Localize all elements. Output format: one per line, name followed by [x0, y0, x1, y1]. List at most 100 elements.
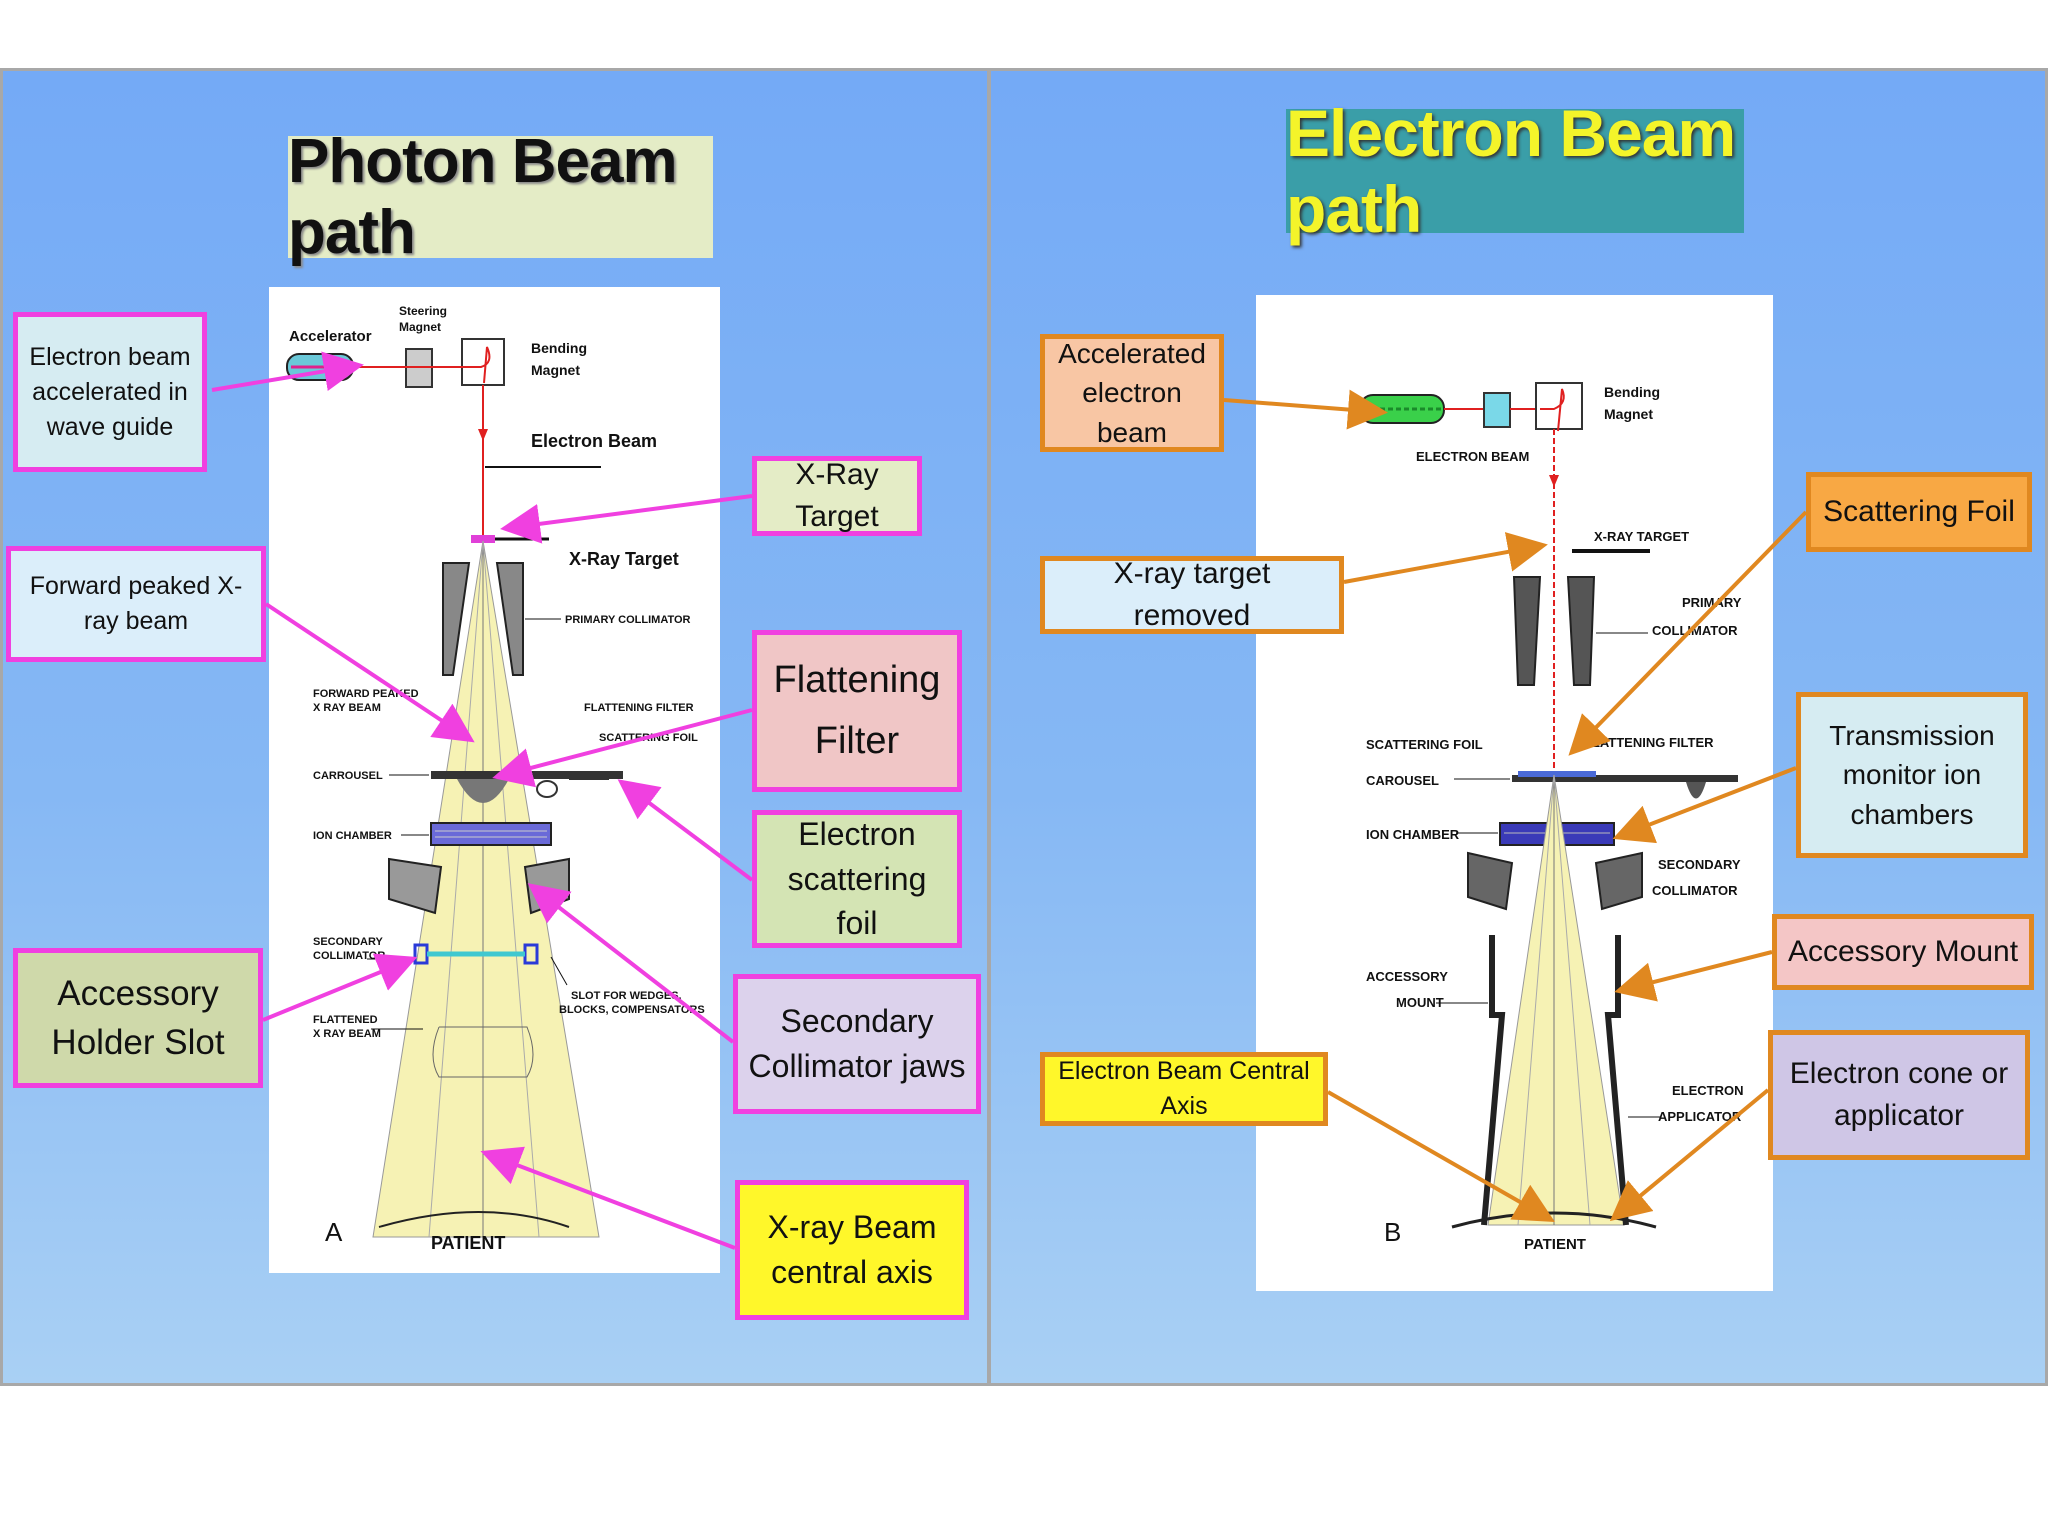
ion-chamber	[430, 822, 552, 846]
primary-collimator-left	[1512, 576, 1542, 686]
steering-magnet	[1483, 392, 1511, 428]
secondary-jaw-left	[388, 857, 443, 915]
ion-chamber-label: ION CHAMBER	[313, 830, 392, 842]
secondary-collimator-label-1: SECONDARY	[1658, 857, 1741, 872]
accelerator-label: Accelerator	[289, 328, 372, 345]
photon-title: Photon Beam path	[288, 127, 713, 267]
primary-collimator-label: PRIMARY COLLIMATOR	[565, 614, 691, 626]
bent-beam	[469, 346, 491, 384]
beam-ray-1	[428, 540, 484, 1238]
slot-leader	[550, 956, 568, 986]
xray-target-label: X-Ray Target	[569, 549, 679, 569]
arrow-accessory-slot	[262, 953, 418, 1022]
accessory-mount-label-1: ACCESSORY	[1366, 969, 1448, 984]
bent-beam	[1540, 388, 1565, 432]
arrow-flattening-filter	[492, 708, 753, 788]
beam-arrow	[478, 429, 488, 441]
xray-target-mark	[471, 535, 495, 543]
scattering-foil-label: SCATTERING FOIL	[1366, 737, 1483, 752]
applicator-left-wall	[1481, 935, 1506, 1226]
slot-label-2: BLOCKS, COMPENSATORS	[559, 1004, 705, 1016]
electron-linac-diagram: Bending Magnet ELECTRON BEAM X-RAY TARGE…	[1359, 382, 1744, 1253]
bending-label-1: Bending	[1604, 384, 1660, 400]
arrow-central-axis-right	[1327, 1090, 1555, 1222]
steering-label-2: Magnet	[399, 320, 441, 334]
figure-letter-b: B	[1384, 1217, 1401, 1247]
arrow-central-axis	[480, 1146, 736, 1250]
arrow-scattering-foil-right	[1568, 510, 1808, 756]
callout-electron-scattering-foil: Electron scattering foil	[752, 810, 962, 948]
beam-arrow	[1549, 475, 1559, 487]
primary-collimator-right	[1566, 576, 1596, 686]
primary-collimator-right	[495, 562, 524, 676]
callout-electron-central-axis: Electron Beam Central Axis	[1040, 1052, 1328, 1126]
callout-flattening-filter: Flattening Filter	[752, 630, 962, 792]
secondary-collimator-label-1: SECONDARY	[313, 936, 384, 948]
applicator-label-2: APPLICATOR	[1658, 1109, 1742, 1124]
flattened-beam-label-2: X RAY BEAM	[313, 1028, 381, 1040]
primary-collimator-label-2: COLLIMATOR	[1652, 623, 1738, 638]
ion-chamber-label: ION CHAMBER	[1366, 827, 1460, 842]
patient-label: PATIENT	[1524, 1236, 1586, 1253]
arrow-xray-target	[500, 494, 753, 544]
arrow-xray-removed	[1343, 532, 1548, 584]
primary-collimator-left	[442, 562, 471, 676]
callout-xray-central-axis: X-ray Beam central axis	[735, 1180, 969, 1320]
figure-letter-a: A	[325, 1217, 343, 1247]
callout-accessory-holder-slot: Accessory Holder Slot	[13, 948, 263, 1088]
flattening-filter-label: FLATTENING FILTER	[584, 702, 694, 714]
arrow-accessory-mount	[1614, 950, 1773, 1002]
beam-ray-2	[1553, 774, 1591, 1226]
patient-surface	[378, 1211, 570, 1228]
secondary-jaw-right	[1594, 851, 1643, 911]
bending-label-2: Magnet	[531, 362, 580, 378]
electron-title: Electron Beam path	[1286, 96, 1744, 246]
callout-accessory-mount: Accessory Mount	[1772, 914, 2034, 990]
electron-figure: Bending Magnet ELECTRON BEAM X-RAY TARGE…	[1256, 295, 1773, 1291]
beam-ray-1	[1517, 774, 1555, 1226]
flattening-filter-label: FLATTENING FILTER	[1584, 735, 1714, 750]
photon-linac-diagram: Steering Magnet Accelerator Bending Magn…	[286, 304, 705, 1253]
forward-peaked-label-2: X RAY BEAM	[313, 702, 381, 714]
arrow-transmission-monitor	[1612, 766, 1797, 844]
electron-beam-label: ELECTRON BEAM	[1416, 449, 1529, 464]
carousel-label: CAROUSEL	[1366, 773, 1439, 788]
electron-beam-field	[1487, 774, 1625, 1226]
callout-secondary-collimator-jaws: Secondary Collimator jaws	[733, 974, 981, 1114]
callout-xray-target-removed: X-ray target removed	[1040, 556, 1344, 634]
beam-ray-2	[482, 540, 540, 1238]
scattering-foil	[1518, 771, 1596, 777]
arrow-accelerated-electron	[1223, 389, 1388, 430]
callout-accelerated-electron-beam: Accelerated electron beam	[1040, 334, 1224, 452]
arrow-forward-peaked	[264, 602, 475, 743]
forward-peaked-label-1: FORWARD PEAKED	[313, 688, 419, 700]
bending-label-1: Bending	[531, 340, 587, 356]
bending-label-2: Magnet	[1604, 406, 1653, 422]
secondary-collimator-label-2: COLLIMATOR	[1652, 883, 1738, 898]
arrow-waveguide	[211, 351, 364, 392]
secondary-collimator-label-2: COLLIMATOR	[313, 950, 385, 962]
steering-label-1: Steering	[399, 304, 447, 318]
arrow-electron-cone	[1609, 1088, 1770, 1222]
carousel-plate	[1512, 775, 1738, 782]
applicator-label-1: ELECTRON	[1672, 1083, 1744, 1098]
callout-transmission-monitor: Transmission monitor ion chambers	[1796, 692, 2028, 858]
primary-collimator-label-1: PRIMARY	[1682, 595, 1742, 610]
secondary-jaw-left	[1467, 851, 1514, 911]
scattering-foil-disc	[536, 780, 558, 798]
callout-scattering-foil: Scattering Foil	[1806, 472, 2032, 552]
patient-label: PATIENT	[431, 1233, 505, 1253]
flattening-filter-cone	[1686, 782, 1706, 799]
callout-electron-cone: Electron cone or applicator	[1768, 1030, 2030, 1160]
callout-forward-peaked: Forward peaked X-ray beam	[6, 546, 266, 662]
flattened-beam-profile	[432, 1026, 534, 1078]
callout-xray-target: X-Ray Target	[752, 456, 922, 536]
carousel-label: CARROUSEL	[313, 770, 383, 782]
accessory-mount-label-2: MOUNT	[1396, 995, 1444, 1010]
flattened-beam-label-1: FLATTENED	[313, 1014, 378, 1026]
callout-electron-beam-waveguide: Electron beam accelerated in wave guide	[13, 312, 207, 472]
arrow-secondary-jaws	[527, 883, 735, 1044]
slot-label-1: SLOT FOR WEDGES,	[571, 990, 682, 1002]
arrow-scattering-foil	[617, 779, 754, 882]
